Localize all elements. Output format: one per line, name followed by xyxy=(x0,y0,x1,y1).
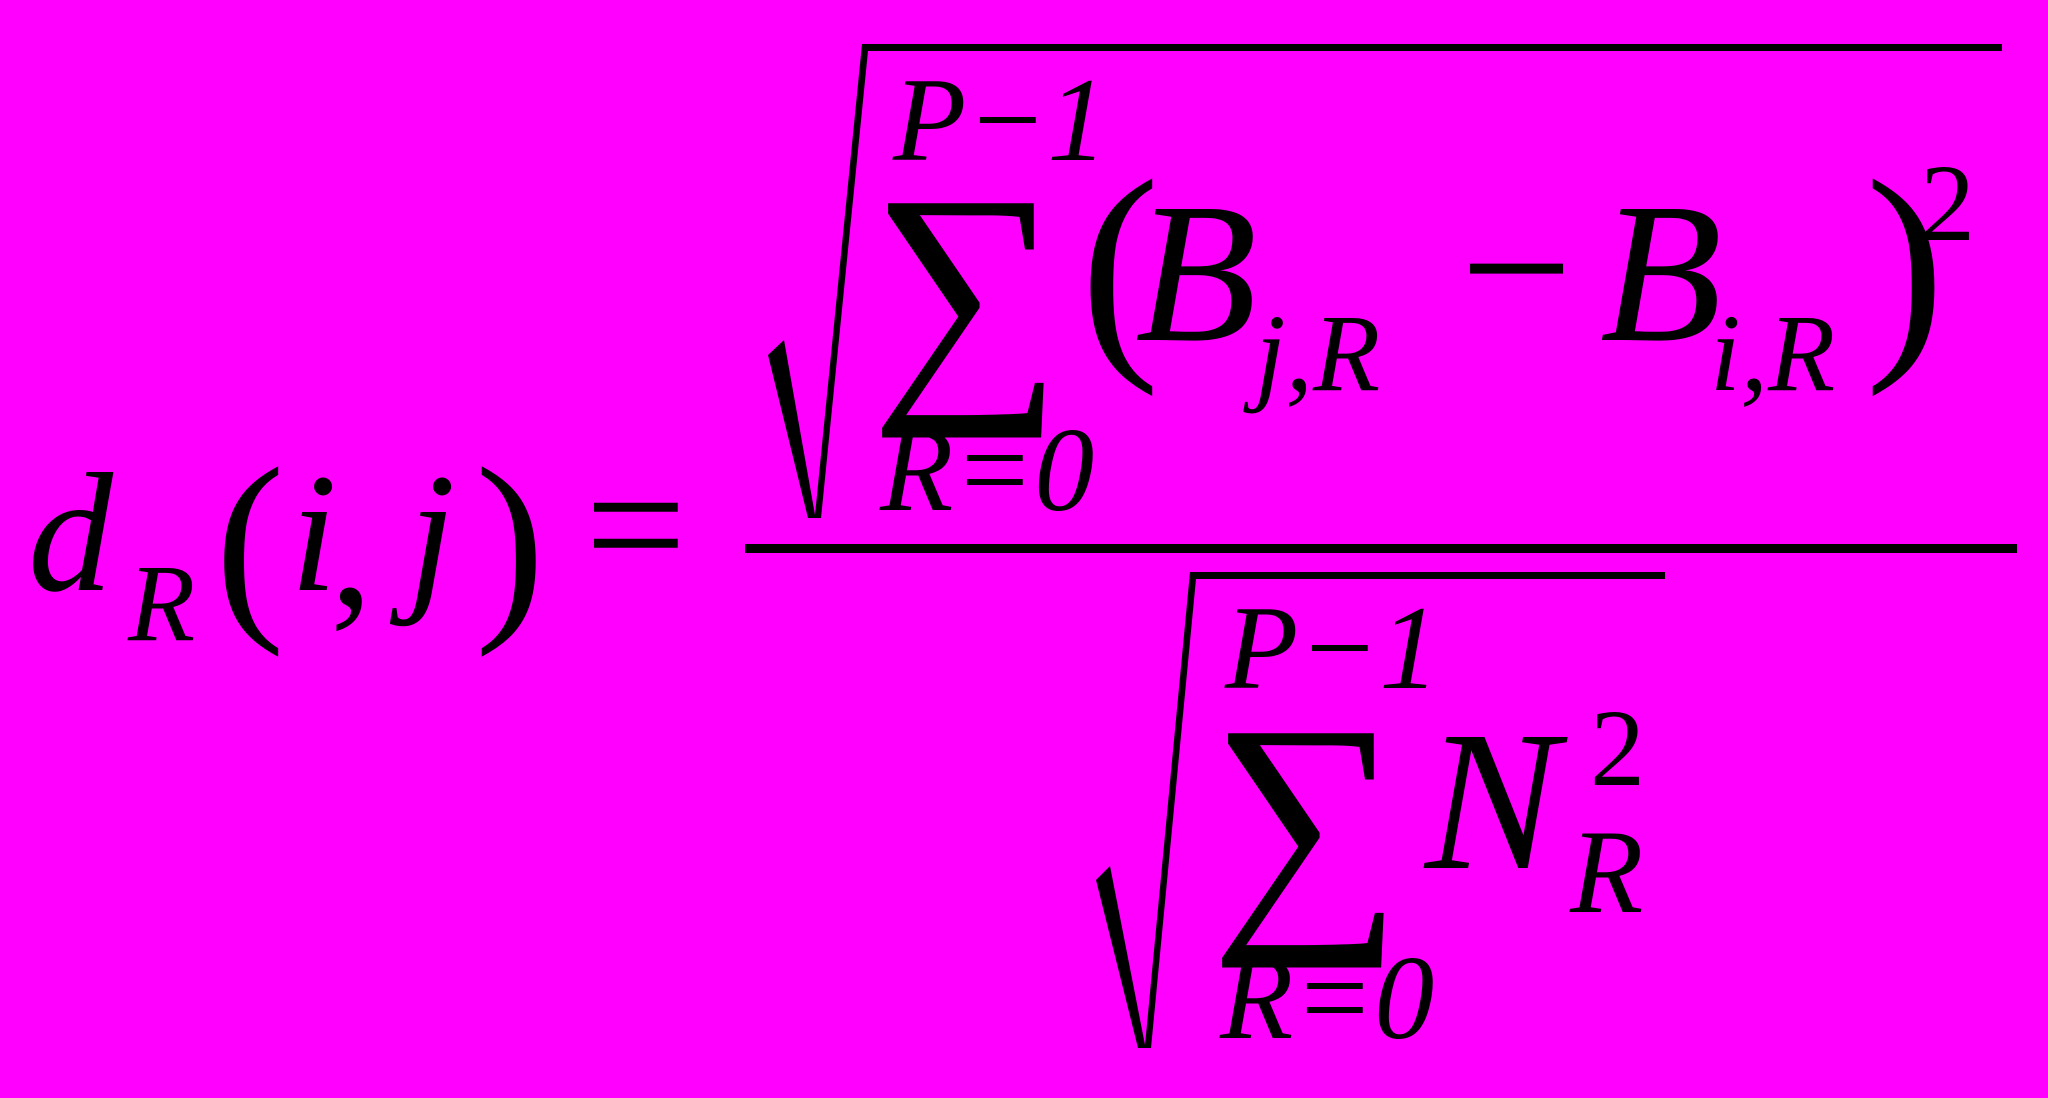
numerator-right-paren: ) xyxy=(1865,131,1945,397)
numerator-sigma: ∑ xyxy=(870,140,1062,439)
lhs-left-paren: ( xyxy=(215,426,285,658)
numerator-left-paren: ( xyxy=(1080,131,1160,397)
numerator-b-i: B xyxy=(1600,163,1722,384)
lhs-subscript-r: R xyxy=(127,542,195,664)
numerator-b-j: B xyxy=(1135,163,1257,384)
fraction-bar xyxy=(745,544,2017,553)
denominator-sum-upper: P−1 xyxy=(1224,581,1439,714)
minus-sign: − xyxy=(1460,158,1573,379)
denominator-n: N xyxy=(1423,691,1568,912)
denominator-n-subscript: R xyxy=(1569,805,1643,938)
lhs-j: j xyxy=(389,439,455,627)
denominator-sigma: ∑ xyxy=(1210,670,1402,969)
numerator-b-i-subscript: i,R xyxy=(1710,292,1835,414)
lhs-comma: , xyxy=(330,454,373,642)
lhs-d: d xyxy=(28,439,114,627)
numerator-sum-lower: R=0 xyxy=(879,403,1094,536)
denominator-sum-lower: R=0 xyxy=(1219,931,1434,1064)
numerator-sum-upper: P−1 xyxy=(892,53,1107,186)
lhs-i: i xyxy=(290,439,337,627)
denominator-radical xyxy=(1096,572,1665,1048)
lhs-right-paren: ) xyxy=(475,426,545,658)
equals-sign: = xyxy=(585,425,687,624)
denominator-n-exponent: 2 xyxy=(1590,687,1645,809)
numerator-b-j-subscript: j,R xyxy=(1243,292,1380,414)
numerator-exponent: 2 xyxy=(1920,142,1975,264)
